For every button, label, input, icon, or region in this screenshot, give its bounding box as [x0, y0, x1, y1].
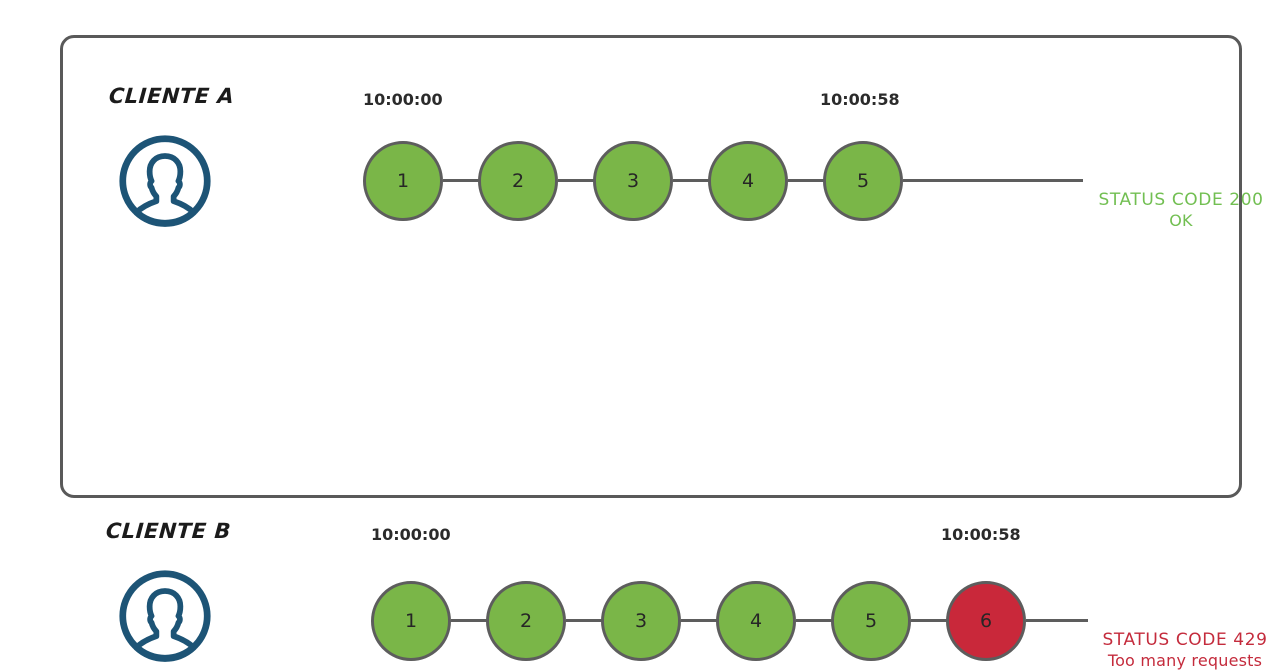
timestamp-start-b: 10:00:00	[371, 525, 451, 544]
request-node[interactable]: 6	[946, 581, 1026, 661]
client-b-label: CLIENTE B	[105, 519, 232, 543]
request-node[interactable]: 5	[823, 141, 903, 221]
status-code-text: STATUS CODE 200	[1098, 190, 1264, 210]
connector-1-2	[443, 179, 488, 182]
request-node[interactable]: 5	[831, 581, 911, 661]
request-node[interactable]: 2	[478, 141, 558, 221]
request-node[interactable]: 2	[486, 581, 566, 661]
timestamp-start-a: 10:00:00	[363, 90, 443, 109]
request-node[interactable]: 3	[601, 581, 681, 661]
connector-4-5	[788, 179, 833, 182]
user-avatar-icon	[117, 568, 213, 664]
connector-3-4	[673, 179, 718, 182]
request-node[interactable]: 4	[708, 141, 788, 221]
user-avatar-icon	[117, 133, 213, 229]
connector-5-status	[903, 179, 1083, 182]
timestamp-end-a: 10:00:58	[820, 90, 900, 109]
status-badge-a: STATUS CODE 200 OK	[1081, 190, 1280, 230]
connector-2-3	[558, 179, 603, 182]
timestamp-end-b: 10:00:58	[941, 525, 1021, 544]
status-code-text: STATUS CODE 429	[1102, 630, 1268, 650]
connector-6-status	[1026, 619, 1088, 622]
client-a-label: CLIENTE A	[108, 84, 236, 108]
request-node[interactable]: 1	[363, 141, 443, 221]
request-node[interactable]: 3	[593, 141, 673, 221]
request-node[interactable]: 1	[371, 581, 451, 661]
status-detail-text: Too many requests	[1107, 651, 1263, 670]
request-node[interactable]: 4	[716, 581, 796, 661]
status-badge-b: STATUS CODE 429 Too many requests	[1085, 630, 1280, 670]
status-detail-text: OK	[1169, 211, 1193, 230]
diagram-frame: CLIENTE A 10:00:00 10:00:58 1 2 3 4 5 ST…	[60, 35, 1267, 670]
